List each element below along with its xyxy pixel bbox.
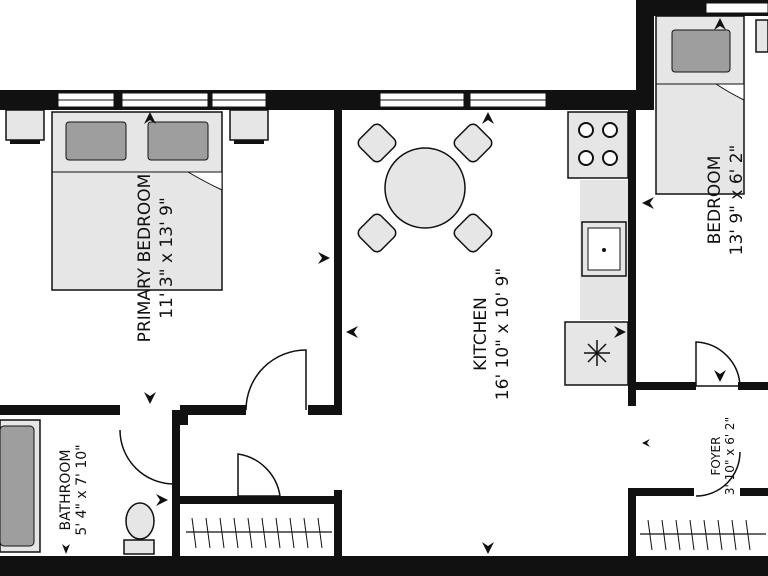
fridge-icon — [564, 321, 629, 386]
room-name: BATHROOM — [58, 449, 74, 530]
bed-icon — [51, 111, 223, 291]
bathtub-icon — [0, 419, 41, 553]
label-bedroom: BEDROOM 13' 9" x 6' 2" — [705, 145, 747, 256]
nightstand-icon — [5, 109, 45, 144]
room-name: BEDROOM — [705, 156, 725, 245]
room-dims: 3' 10" x 6' 2" — [723, 417, 737, 495]
room-name: FOYER — [709, 437, 723, 476]
stove-icon — [567, 111, 629, 179]
room-name: KITCHEN — [471, 297, 491, 371]
closet-icon — [186, 517, 766, 551]
nightstand-icon — [229, 109, 269, 144]
room-name: PRIMARY BEDROOM — [135, 174, 155, 343]
chair-icon — [357, 123, 493, 253]
room-dims: 11' 3" x 13' 9" — [157, 197, 177, 319]
direction-arrow-icon — [62, 18, 726, 554]
toilet-icon — [123, 502, 155, 555]
label-primary-bedroom: PRIMARY BEDROOM 11' 3" x 13' 9" — [135, 174, 177, 343]
label-kitchen: KITCHEN 16' 10" x 10' 9" — [471, 268, 513, 400]
sink-icon — [581, 221, 627, 277]
dining-table-icon — [357, 123, 493, 253]
bed-icon — [655, 15, 745, 195]
nightstand-icon — [755, 19, 768, 53]
label-bathroom: BATHROOM 5' 4" x 7' 10" — [58, 444, 90, 535]
room-dims: 16' 10" x 10' 9" — [493, 268, 513, 400]
label-foyer: FOYER 3' 10" x 6' 2" — [709, 417, 737, 495]
door-swing-icon — [119, 341, 741, 497]
room-dims: 5' 4" x 7' 10" — [74, 444, 90, 535]
room-dims: 13' 9" x 6' 2" — [727, 145, 747, 256]
